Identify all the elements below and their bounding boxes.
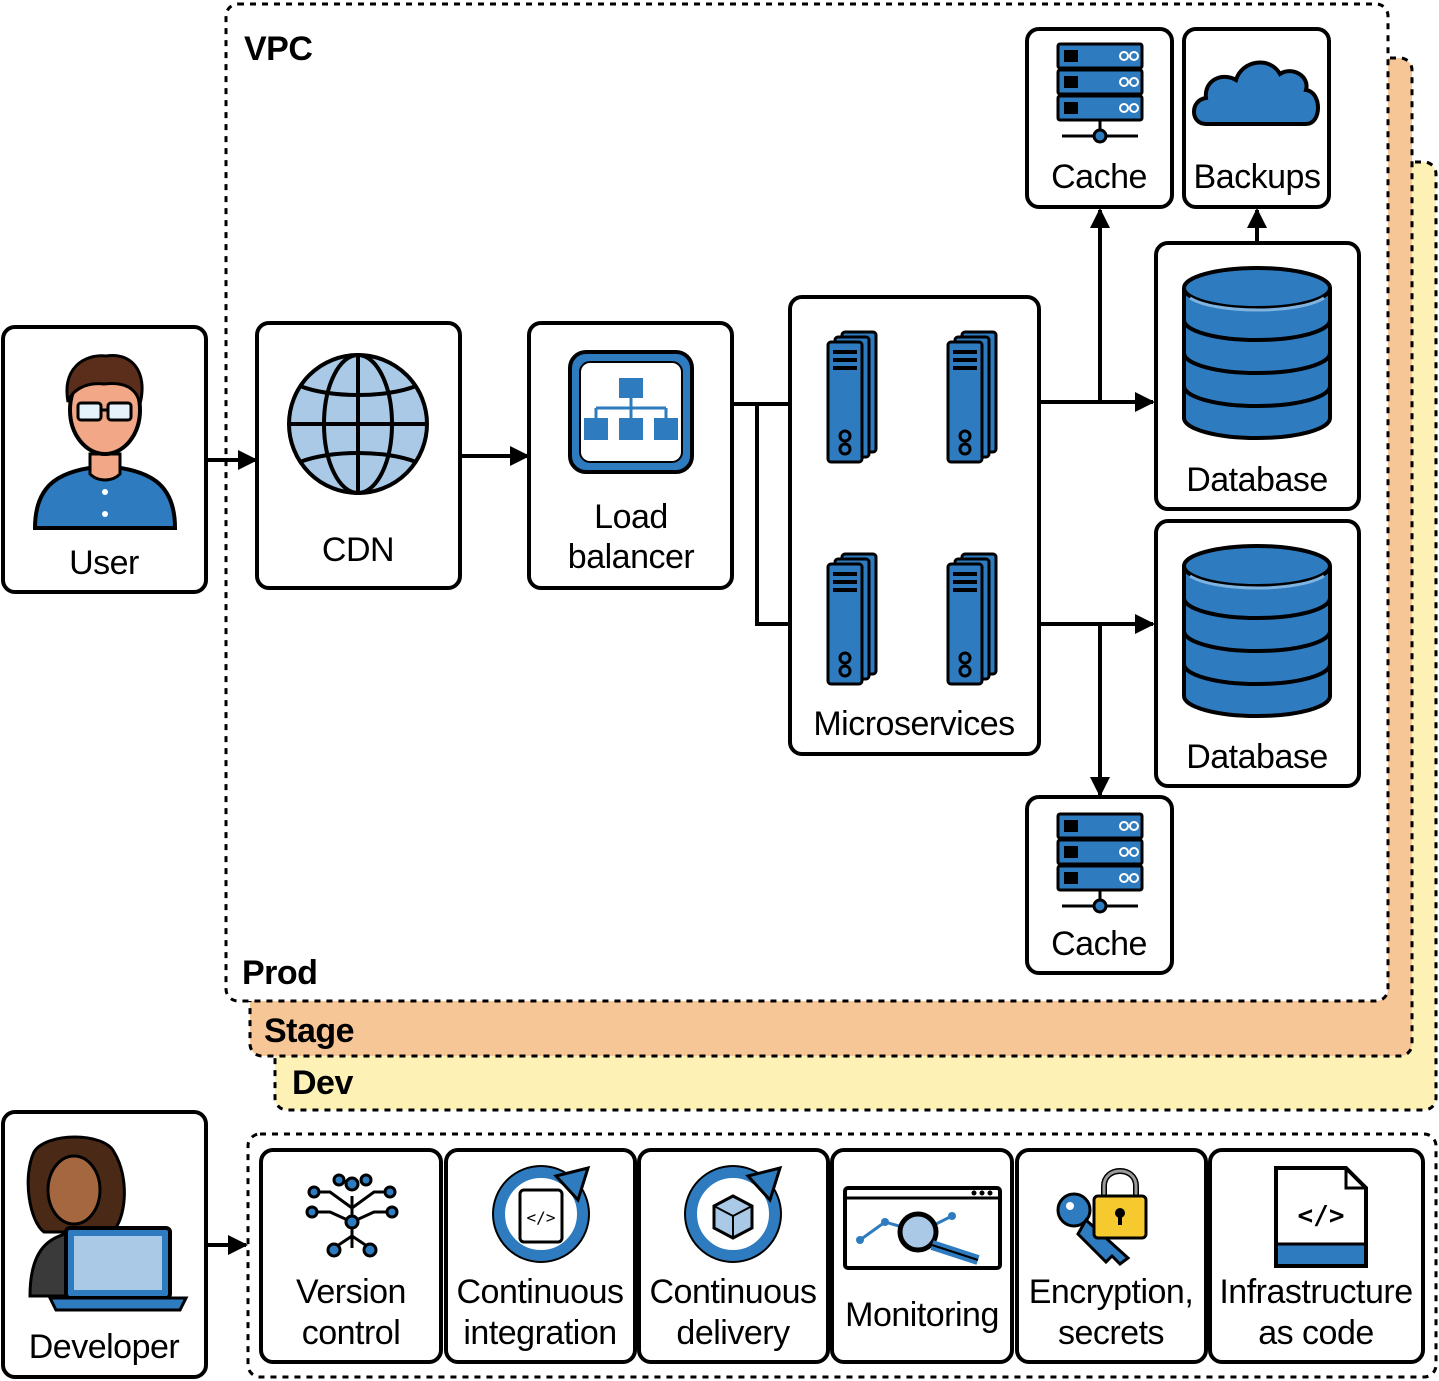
microservices-node: Microservices: [788, 295, 1041, 756]
svg-text:</>: </>: [527, 1208, 556, 1227]
developer-icon: [26, 1135, 189, 1312]
tool-version-control: Version control: [259, 1148, 443, 1364]
tool-version-control-line1: Version: [296, 1273, 406, 1311]
vpc-label: VPC: [244, 30, 312, 68]
database-top-node: Database: [1154, 241, 1361, 511]
tool-monitoring-line1: Monitoring: [845, 1296, 999, 1334]
backups-node: Backups: [1182, 27, 1331, 209]
encryption-secrets-icon: [1056, 1168, 1148, 1266]
cdn-node: CDN: [255, 321, 462, 590]
microservices-label: Microservices: [813, 705, 1014, 743]
tool-infrastructure-as-code-line1: Infrastructure: [1219, 1273, 1412, 1311]
dev-label: Dev: [292, 1064, 353, 1102]
tool-encryption-secrets-line2: secrets: [1058, 1314, 1164, 1352]
database-bottom-node: Database: [1154, 519, 1361, 788]
database-bottom-label: Database: [1186, 738, 1328, 776]
microservice-4-icon: [946, 552, 998, 686]
tool-continuous-integration-line2: integration: [463, 1314, 616, 1352]
user-node: User: [1, 325, 208, 594]
globe-icon: [287, 353, 429, 495]
load-balancer-node: Load balancer: [527, 321, 734, 590]
database-top-icon: [1182, 266, 1332, 440]
user-label: User: [69, 544, 139, 582]
continuous-integration-icon: </>: [492, 1165, 591, 1263]
database-top-label: Database: [1186, 461, 1328, 499]
svg-text:</>: </>: [1298, 1201, 1345, 1231]
tool-encryption-secrets: Encryption, secrets: [1015, 1148, 1208, 1364]
tool-monitoring: Monitoring: [830, 1148, 1014, 1364]
microservice-1-icon: [826, 330, 878, 464]
database-bottom-icon: [1182, 544, 1332, 718]
tool-continuous-delivery: Continuous delivery: [637, 1148, 830, 1364]
tool-continuous-delivery-line1: Continuous: [649, 1273, 816, 1311]
tool-infrastructure-as-code-line2: as code: [1258, 1314, 1374, 1352]
continuous-delivery-icon: [684, 1165, 783, 1263]
tool-version-control-line2: control: [302, 1314, 401, 1352]
cache-top-node: Cache: [1025, 27, 1174, 209]
cache-bottom-node: Cache: [1025, 795, 1174, 975]
load-balancer-icon: [568, 350, 694, 474]
version-control-icon: [305, 1173, 399, 1258]
monitoring-icon: [843, 1186, 1002, 1270]
cdn-label: CDN: [322, 531, 394, 569]
infrastructure-as-code-icon: </>: [1274, 1166, 1368, 1268]
tool-continuous-integration: </> Continuous integration: [444, 1148, 637, 1364]
tool-encryption-secrets-line1: Encryption,: [1029, 1273, 1194, 1311]
developer-node: Developer: [1, 1110, 208, 1379]
cache-bottom-label: Cache: [1051, 925, 1147, 963]
stage-label: Stage: [264, 1012, 354, 1050]
cloud-icon: [1192, 60, 1320, 126]
developer-label: Developer: [29, 1328, 180, 1366]
user-icon: [32, 354, 178, 530]
cache-top-label: Cache: [1051, 158, 1147, 196]
tool-continuous-delivery-line2: delivery: [676, 1314, 790, 1352]
prod-label: Prod: [242, 954, 317, 992]
microservice-2-icon: [946, 330, 998, 464]
devops-tools-group: [246, 1132, 1438, 1379]
microservice-3-icon: [826, 552, 878, 686]
load-balancer-label-line2: balancer: [568, 538, 695, 576]
tool-infrastructure-as-code: </> Infrastructure as code: [1208, 1148, 1425, 1364]
load-balancer-label-line1: Load: [594, 498, 668, 536]
tool-continuous-integration-line1: Continuous: [456, 1273, 623, 1311]
backups-label: Backups: [1194, 158, 1321, 196]
